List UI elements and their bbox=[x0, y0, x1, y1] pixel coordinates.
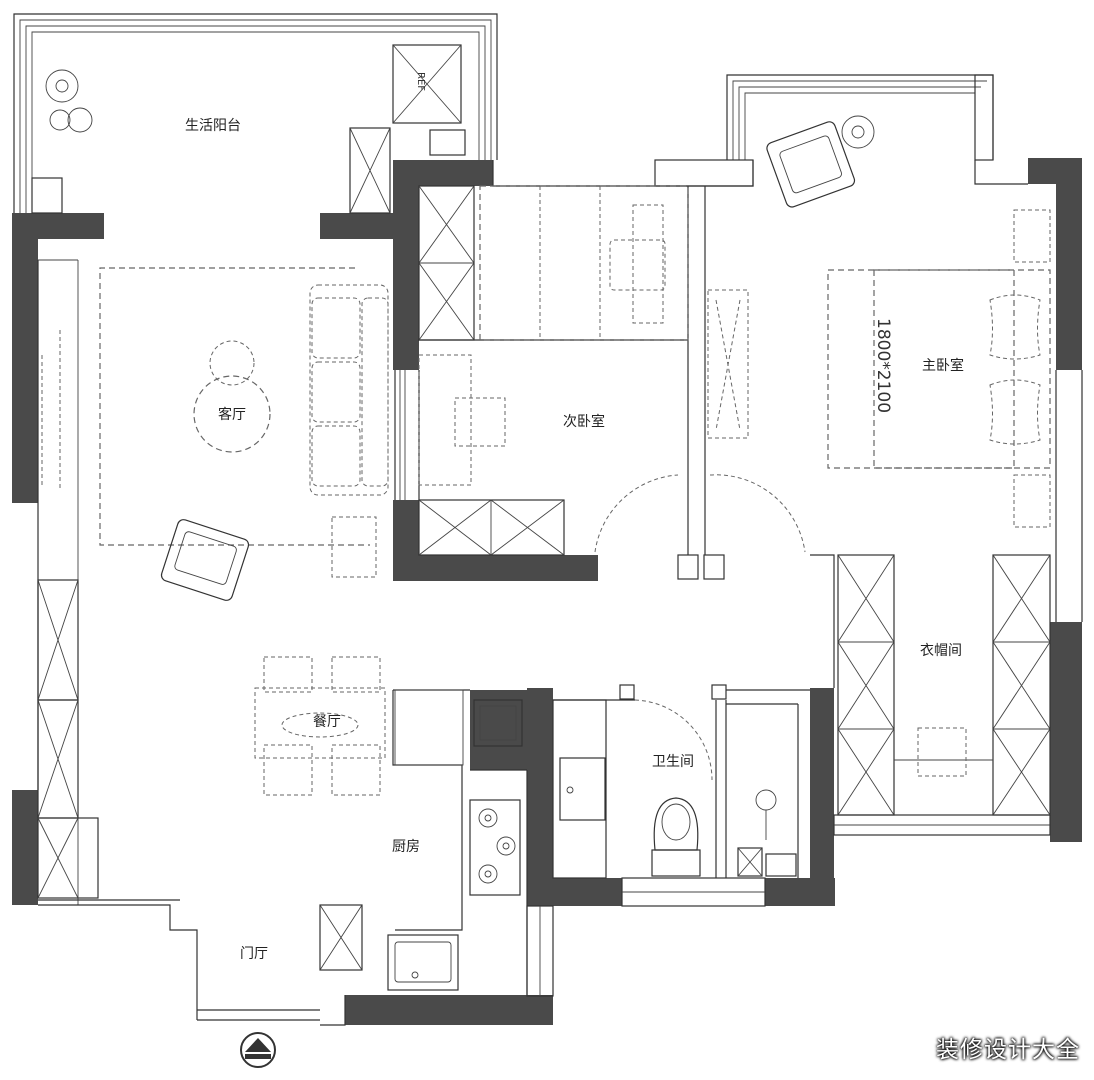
doors bbox=[594, 474, 806, 781]
room-label-entrance: 门厅 bbox=[240, 946, 268, 962]
cabinets bbox=[31, 44, 1051, 971]
watermark: 装修设计大全 bbox=[936, 1037, 1080, 1063]
room-label-second-bedroom: 次卧室 bbox=[563, 413, 605, 430]
balcony-railing bbox=[13, 13, 498, 215]
furniture bbox=[41, 115, 1051, 796]
entrance-marker-icon bbox=[240, 1032, 276, 1068]
room-label-cloakroom: 衣帽间 bbox=[920, 643, 962, 659]
walls bbox=[12, 158, 1082, 1025]
fridge-label: REF bbox=[415, 72, 426, 91]
room-label-balcony: 生活阳台 bbox=[185, 118, 241, 134]
room-label-kitchen: 厨房 bbox=[392, 839, 420, 855]
fixtures bbox=[45, 69, 797, 991]
bed-size-label: 1800*2100 bbox=[873, 318, 893, 413]
bay-window-railing bbox=[726, 74, 994, 161]
room-label-living-room: 客厅 bbox=[218, 406, 246, 423]
room-label-bathroom: 卫生间 bbox=[652, 754, 694, 770]
room-label-dining-room: 餐厅 bbox=[313, 714, 341, 730]
room-label-master-bedroom: 主卧室 bbox=[922, 357, 964, 374]
